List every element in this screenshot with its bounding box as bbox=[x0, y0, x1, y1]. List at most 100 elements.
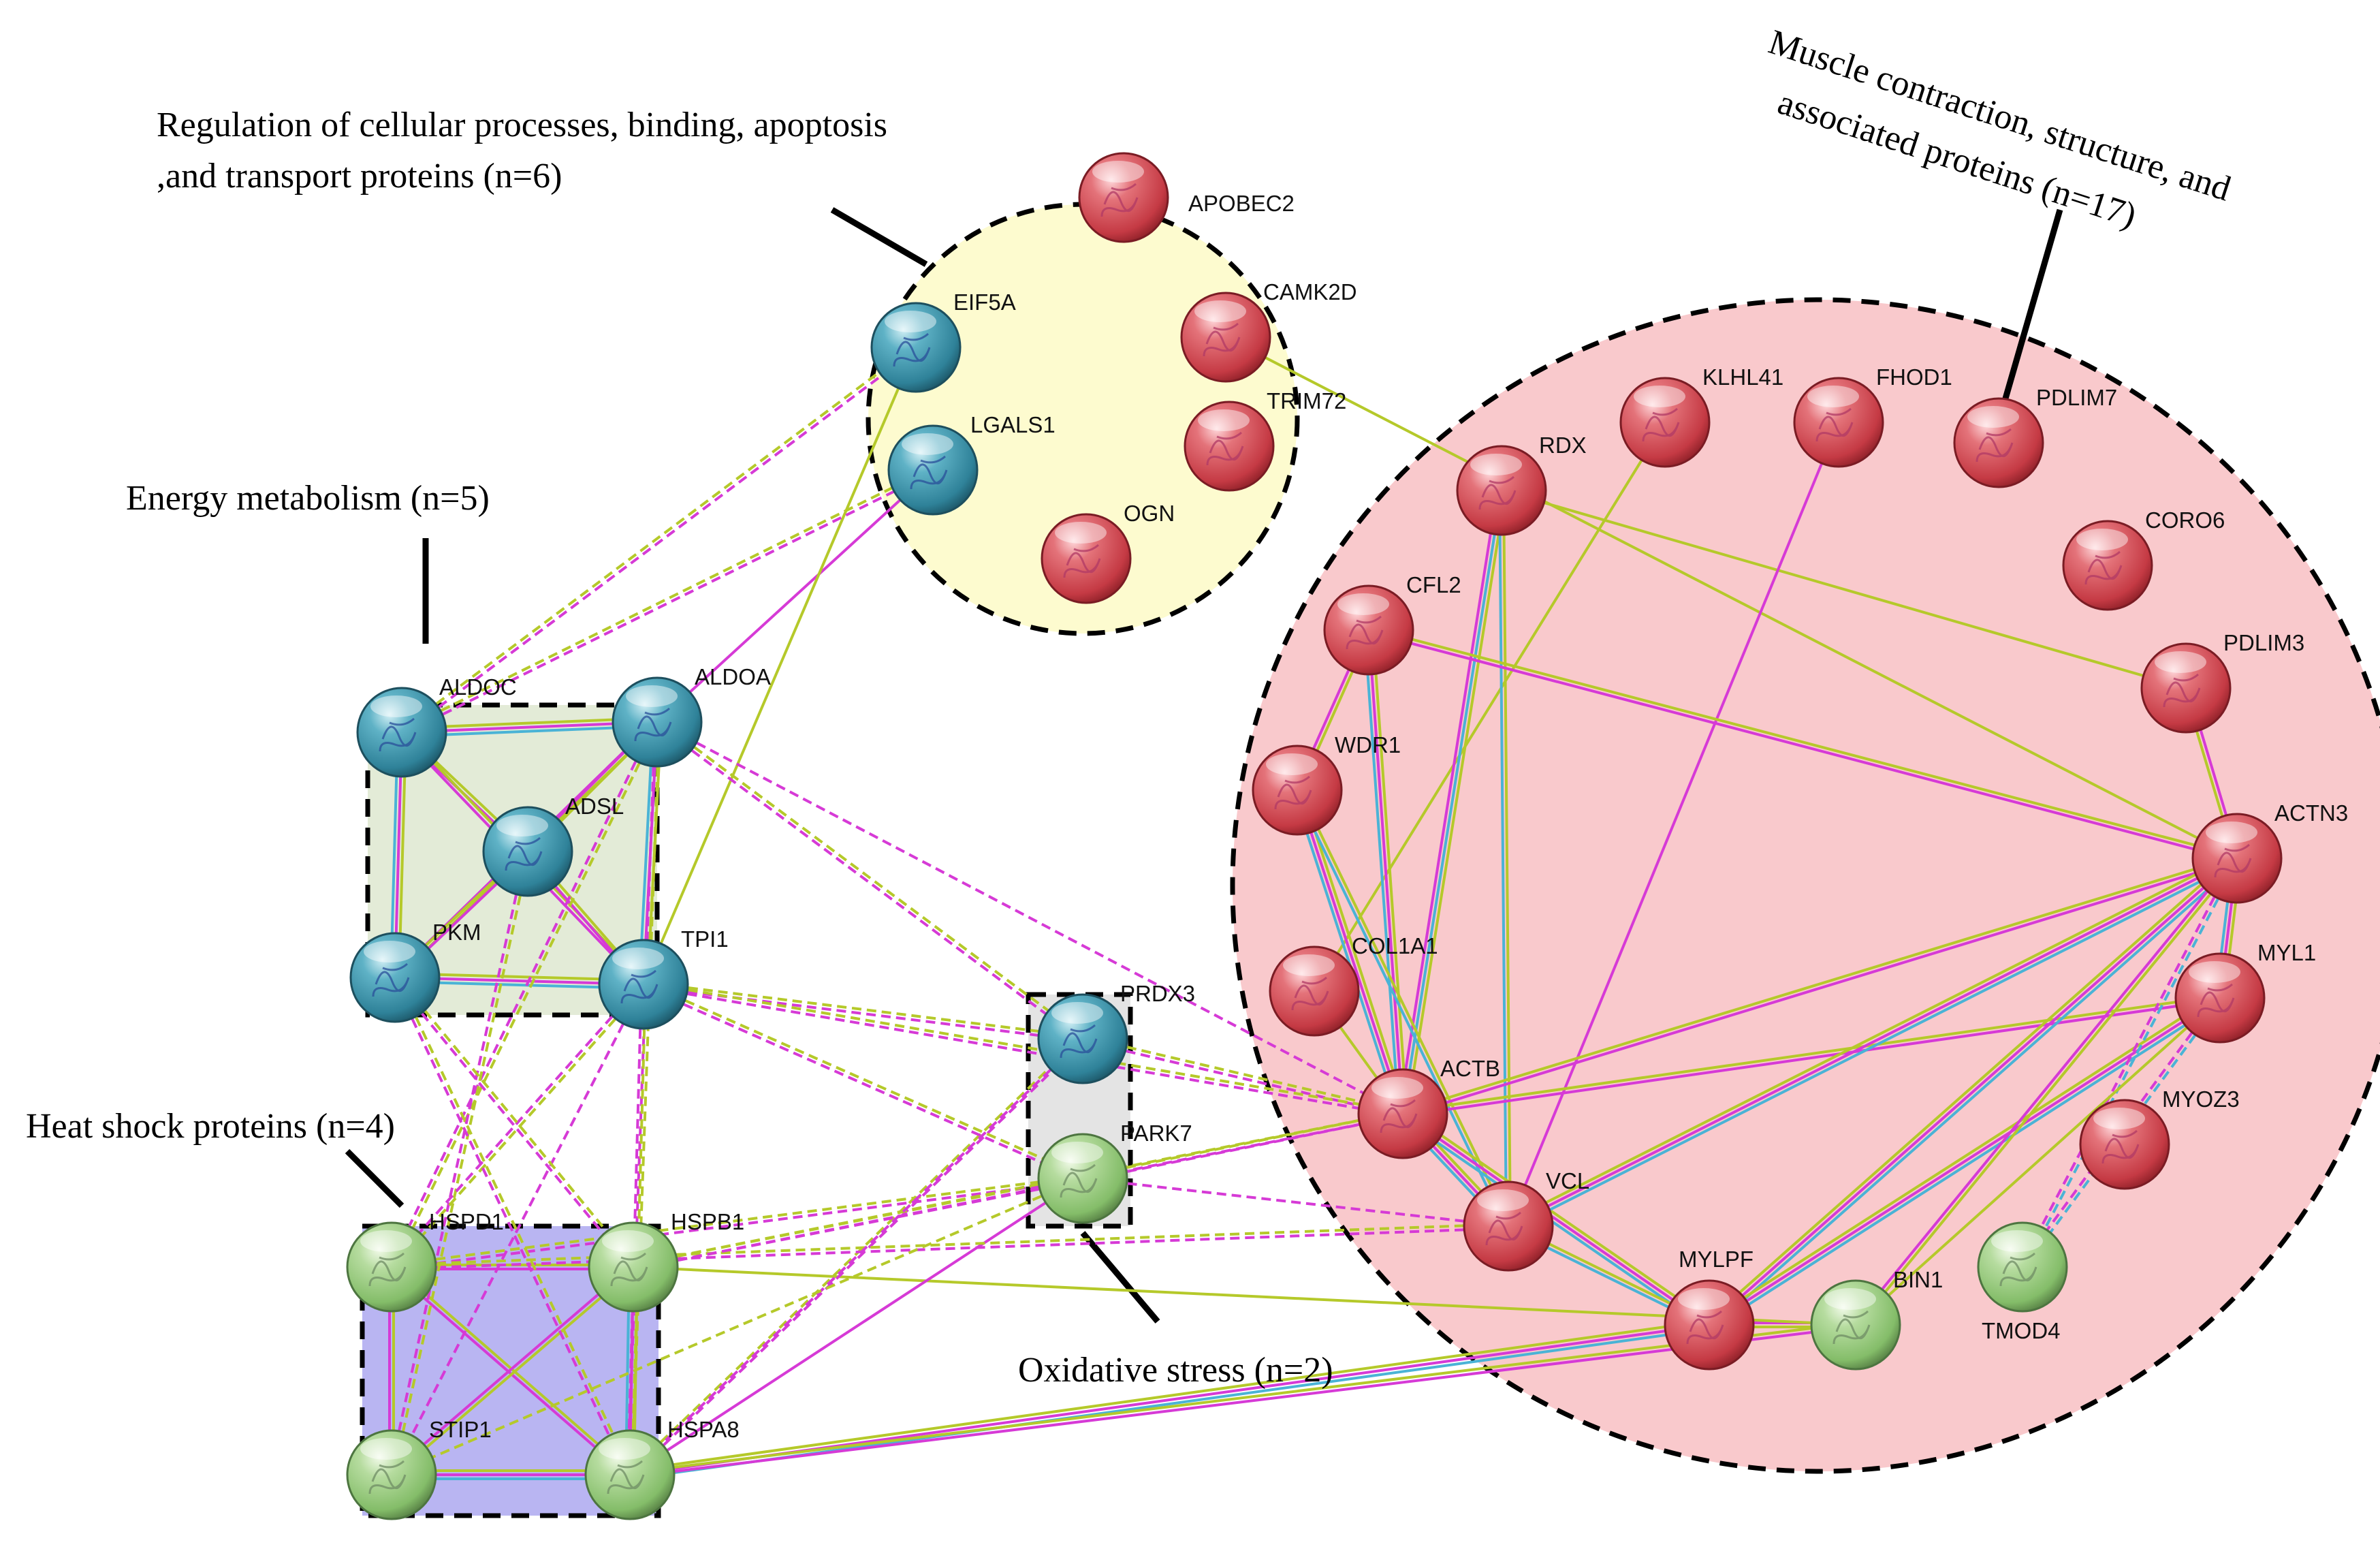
node-label: KLHL41 bbox=[1702, 364, 1783, 390]
node-actb[interactable]: ACTB bbox=[1357, 1056, 1500, 1159]
node-sphere bbox=[2062, 520, 2153, 611]
edge-strand-yellowgreen bbox=[1501, 489, 2187, 689]
node-lgals1[interactable]: LGALS1 bbox=[887, 412, 1056, 516]
node-sphere bbox=[870, 302, 962, 393]
edge-strand-cyan bbox=[1399, 1116, 1708, 1330]
node-park7[interactable]: PARK7 bbox=[1037, 1121, 1192, 1224]
node-adsl[interactable]: ADSL bbox=[482, 794, 624, 897]
node-rdx[interactable]: RDX bbox=[1456, 433, 1587, 536]
node-myoz3[interactable]: MYOZ3 bbox=[2079, 1086, 2240, 1190]
protein-structure-icon bbox=[1060, 1024, 1098, 1059]
node-highlight bbox=[2206, 822, 2257, 843]
edge-strand-yellowgreen bbox=[1706, 993, 2219, 1323]
node-highlight bbox=[1807, 386, 1859, 407]
protein-structure-icon bbox=[1686, 1310, 1724, 1345]
node-col1a1[interactable]: COL1A1 bbox=[1269, 933, 1438, 1037]
node-hspd1[interactable]: HSPD1 bbox=[346, 1209, 504, 1313]
node-label: HSPB1 bbox=[671, 1209, 744, 1234]
node-tpi1[interactable]: TPI1 bbox=[598, 926, 729, 1030]
edge-pkm-hspa8 bbox=[392, 975, 633, 1477]
edge-park7-vcl bbox=[1082, 1177, 1509, 1227]
edge-actn3-bin1 bbox=[1853, 856, 2240, 1328]
edge-strand-magenta bbox=[1401, 1112, 1711, 1326]
node-pkm[interactable]: PKM bbox=[349, 920, 481, 1023]
node-klhl41[interactable]: KLHL41 bbox=[1619, 364, 1783, 468]
edge-strand-magenta bbox=[2019, 856, 2237, 1267]
edge-strand-magenta bbox=[388, 850, 528, 1475]
node-pdlim3[interactable]: PDLIM3 bbox=[2140, 630, 2304, 734]
edge-strand-yellowgreen bbox=[400, 344, 916, 732]
edge-camk2d-actn3 bbox=[1225, 336, 2238, 860]
node-highlight bbox=[599, 1438, 650, 1460]
node-myl1[interactable]: MYL1 bbox=[2174, 940, 2316, 1044]
node-highlight bbox=[364, 941, 415, 963]
node-label: CORO6 bbox=[2145, 507, 2225, 533]
edge-strand-yellowgreen bbox=[1369, 627, 2238, 858]
node-label: CAMK2D bbox=[1263, 279, 1357, 304]
protein-structure-icon bbox=[1642, 407, 1680, 442]
edge-strand-magenta bbox=[392, 1226, 1509, 1270]
node-stip1[interactable]: STIP1 bbox=[346, 1417, 492, 1520]
node-vcl[interactable]: VCL bbox=[1463, 1168, 1589, 1272]
node-aldoc[interactable]: ALDOC bbox=[356, 674, 517, 778]
node-label: RDX bbox=[1539, 433, 1587, 458]
protein-structure-icon bbox=[1478, 475, 1517, 510]
edge-strand-magenta bbox=[1367, 630, 2237, 862]
node-sphere bbox=[1041, 513, 1132, 604]
edge-cfl2-actb bbox=[1363, 629, 1408, 1114]
regulation-pointer bbox=[830, 207, 928, 267]
node-bin1[interactable]: BIN1 bbox=[1810, 1267, 1943, 1371]
node-hspa8[interactable]: HSPA8 bbox=[584, 1417, 740, 1520]
edge-rdx-pdlim3 bbox=[1501, 489, 2187, 689]
node-cfl2[interactable]: CFL2 bbox=[1323, 572, 1461, 676]
edge-strand-magenta bbox=[656, 469, 934, 723]
edge-tpi1-park7 bbox=[641, 981, 1085, 1182]
node-sphere bbox=[2140, 642, 2232, 734]
edge-strand-magenta bbox=[1367, 629, 1404, 1114]
node-trim72[interactable]: TRIM72 bbox=[1184, 388, 1346, 492]
protein-structure-icon bbox=[1274, 775, 1312, 810]
node-fhod1[interactable]: FHOD1 bbox=[1793, 364, 1952, 468]
node-hspb1[interactable]: HSPB1 bbox=[588, 1209, 744, 1313]
node-mylpf[interactable]: MYLPF bbox=[1664, 1247, 1755, 1371]
node-highlight bbox=[1337, 593, 1389, 615]
node-highlight bbox=[902, 433, 953, 455]
node-eif5a[interactable]: EIF5A bbox=[870, 290, 1016, 393]
edge-strand-yellowgreen bbox=[1705, 854, 2236, 1324]
node-prdx3[interactable]: PRDX3 bbox=[1037, 981, 1195, 1084]
edge-aldoc-eif5a bbox=[400, 344, 918, 736]
node-coro6[interactable]: CORO6 bbox=[2062, 507, 2225, 611]
node-highlight bbox=[1477, 1189, 1529, 1211]
node-sphere bbox=[1619, 377, 1711, 468]
edge-strand-yellowgreen bbox=[395, 975, 633, 1475]
node-label: VCL bbox=[1546, 1168, 1589, 1193]
node-label: OGN bbox=[1124, 501, 1175, 526]
edge-strand-cyan bbox=[2022, 858, 2240, 1269]
node-sphere bbox=[2174, 952, 2266, 1044]
node-sphere bbox=[356, 687, 447, 778]
edge-vcl-actn3 bbox=[1506, 853, 2240, 1232]
edge-prdx3-actb bbox=[1081, 1035, 1404, 1117]
edge-strand-yellowgreen bbox=[392, 1267, 636, 1477]
node-highlight bbox=[1051, 1142, 1103, 1163]
node-apobec2[interactable]: APOBEC2 bbox=[1078, 152, 1295, 243]
protein-structure-icon bbox=[1206, 431, 1244, 466]
node-camk2d[interactable]: CAMK2D bbox=[1180, 279, 1357, 383]
edge-strand-yellowgreen bbox=[391, 1177, 1083, 1476]
protein-structure-icon bbox=[1380, 1099, 1418, 1133]
edge-strand-yellowgreen bbox=[1083, 1035, 1404, 1114]
edge-strand-magenta bbox=[1083, 1114, 1403, 1182]
node-highlight bbox=[1991, 1230, 2043, 1252]
node-aldoa[interactable]: ALDOA bbox=[612, 664, 771, 768]
edge-strand-cyan bbox=[1711, 860, 2241, 1329]
node-ogn[interactable]: OGN bbox=[1041, 501, 1175, 604]
edge-strand-yellowgreen bbox=[1404, 1109, 1713, 1323]
protein-structure-icon bbox=[2214, 843, 2252, 878]
node-tmod4[interactable]: TMOD4 bbox=[1977, 1221, 2068, 1343]
node-highlight bbox=[2189, 961, 2240, 983]
node-actn3[interactable]: ACTN3 bbox=[2191, 800, 2348, 904]
node-pdlim7[interactable]: PDLIM7 bbox=[1953, 385, 2117, 488]
edge-tpi1-stip1 bbox=[390, 984, 645, 1475]
node-wdr1[interactable]: WDR1 bbox=[1252, 732, 1401, 836]
